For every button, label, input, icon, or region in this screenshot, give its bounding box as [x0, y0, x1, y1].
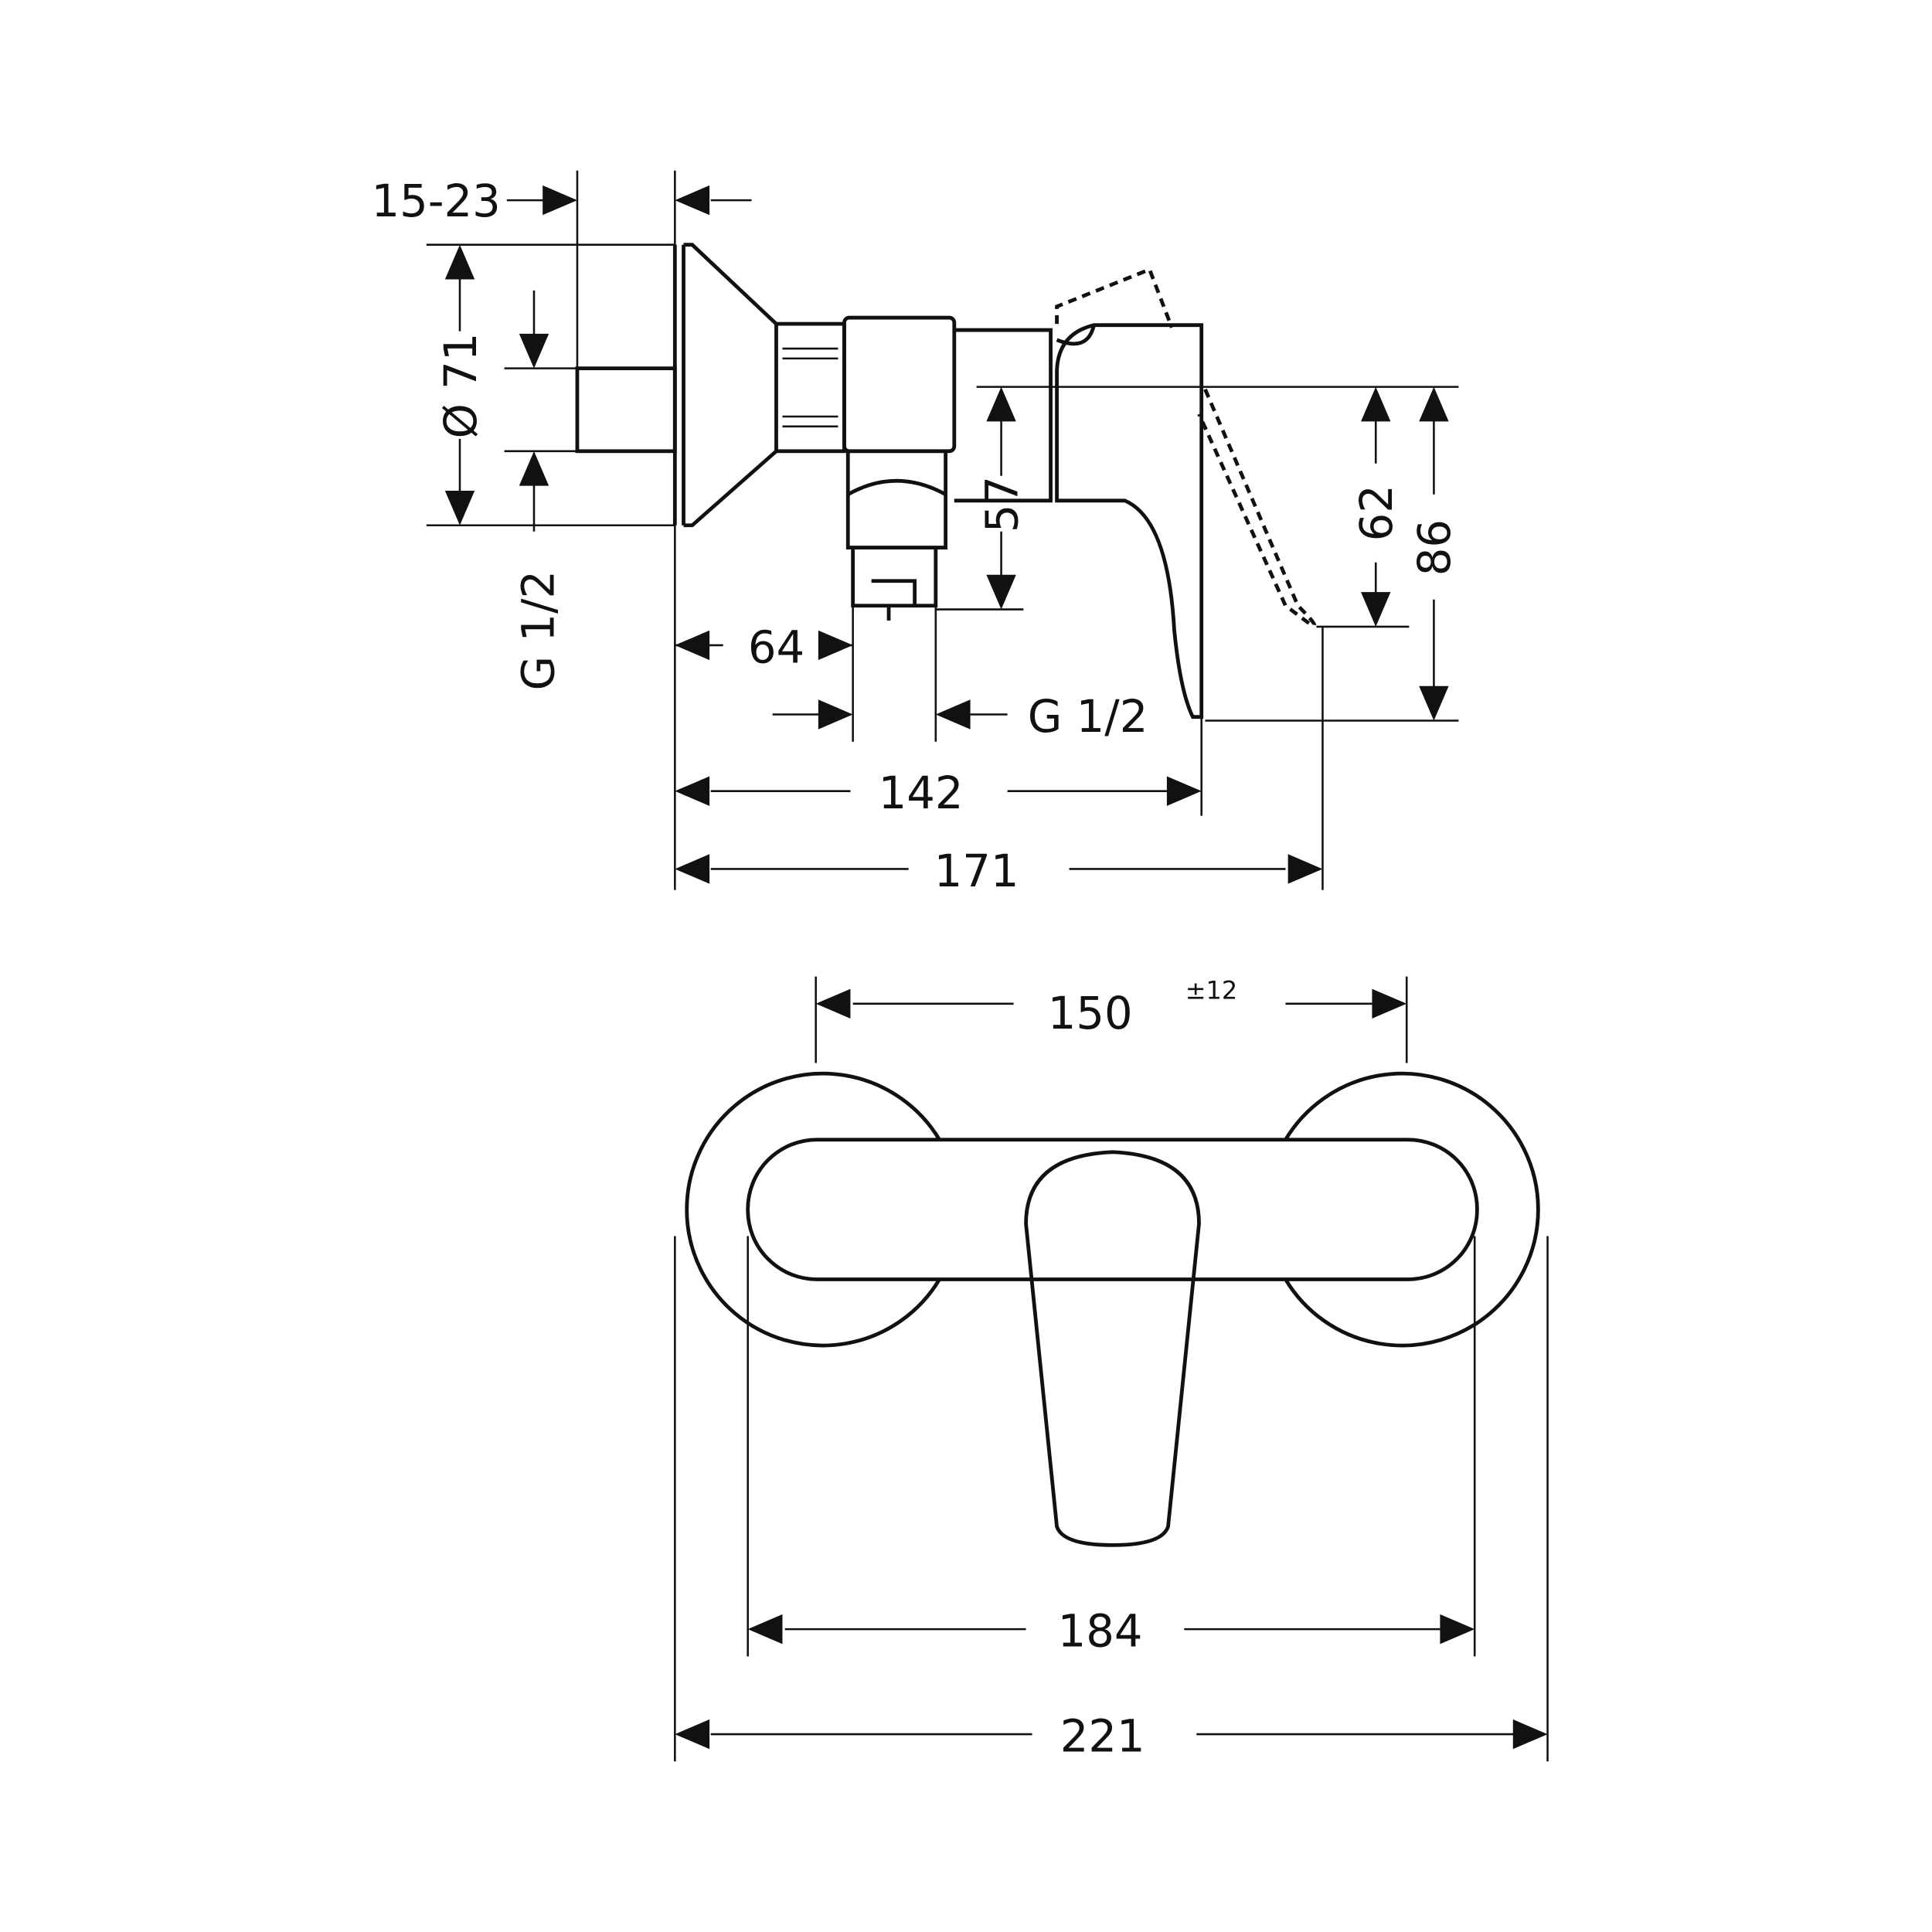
arrowhead — [519, 451, 549, 486]
dimension-arrows — [444, 185, 1548, 1750]
arrowhead — [519, 333, 549, 369]
dim-inlet-thread: G 1/2 — [513, 570, 565, 691]
arrowhead — [986, 574, 1016, 610]
arrowhead — [1419, 386, 1449, 422]
arrowhead — [1361, 386, 1391, 422]
dim-overall-width: 221 — [1060, 1710, 1145, 1762]
dim-depth-171: 171 — [934, 845, 1019, 897]
arrowhead — [818, 699, 853, 730]
arrowhead — [747, 1614, 783, 1645]
arrowhead — [675, 776, 710, 806]
side-view: 15-23 Ø 71 G 1/2 64 G 1/2 57 62 86 142 1… — [371, 170, 1461, 897]
dim-outlet-thread: G 1/2 — [1028, 691, 1148, 743]
arrowhead — [935, 699, 971, 730]
arrowhead — [675, 185, 710, 216]
dim-height-62: 62 — [1351, 485, 1403, 541]
arrowhead — [815, 988, 851, 1019]
dim-escutcheon-diameter: Ø 71 — [435, 333, 487, 439]
arrowhead — [1287, 854, 1323, 884]
dim-wall-depth: 15-23 — [371, 175, 500, 227]
arrowhead — [675, 1719, 710, 1750]
arrowhead — [675, 854, 710, 884]
dim-height-57: 57 — [976, 476, 1028, 532]
arrowhead — [543, 185, 577, 216]
front-view: 150 ±12 184 221 — [674, 975, 1549, 1762]
arrowhead — [444, 490, 475, 526]
dim-depth-142: 142 — [879, 767, 964, 819]
arrowhead — [1440, 1614, 1475, 1645]
dim-center-tolerance: ±12 — [1185, 975, 1237, 1005]
arrowhead — [1512, 1719, 1548, 1750]
arrowhead — [1361, 592, 1391, 627]
arrowhead — [1419, 685, 1449, 721]
arrowhead — [986, 386, 1016, 422]
arrowhead — [444, 244, 475, 280]
dim-offset-64: 64 — [748, 621, 804, 673]
dim-height-86: 86 — [1409, 519, 1461, 576]
dim-body-width: 184 — [1058, 1606, 1143, 1658]
arrowhead — [1166, 776, 1202, 806]
dim-center-distance: 150 — [1048, 988, 1133, 1039]
arrowhead — [1372, 988, 1407, 1019]
